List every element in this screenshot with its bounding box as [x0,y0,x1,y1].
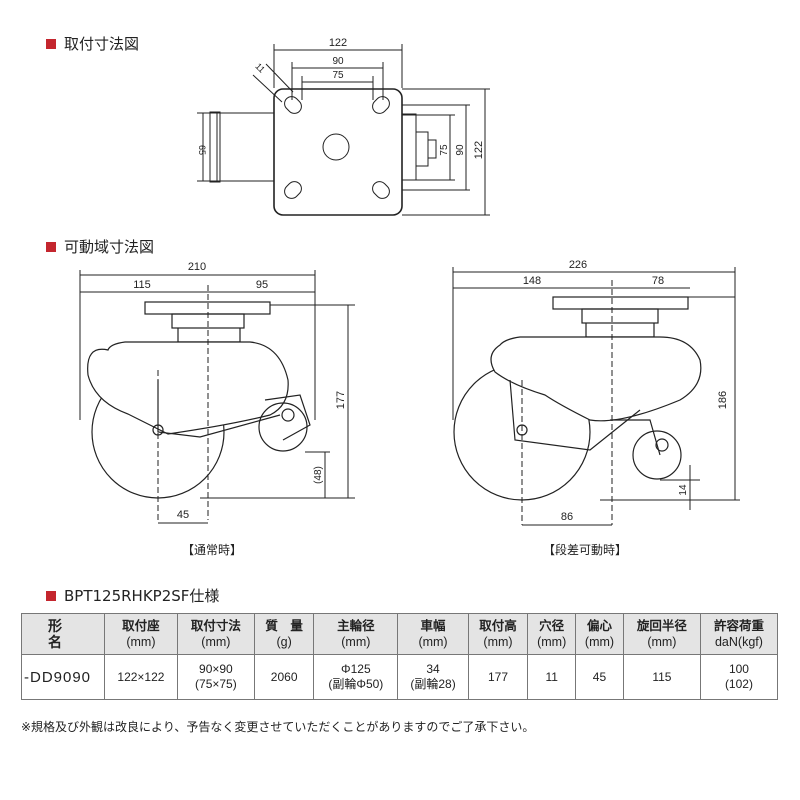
step-view-caption: 【段差可動時】 [543,543,628,557]
header-width: 車幅(mm) [397,613,469,655]
disclaimer-note: ※規格及び外観は改良により、予告なく変更させていただくことがありますのでご了承下… [21,720,535,734]
movable-range-drawing: 210 115 95 177 (48) 45 226 148 78 186 14… [79,259,740,526]
dim-122-top: 122 [329,37,347,49]
cell-mass: 2060 [253,654,315,700]
dim-115: 115 [133,279,151,291]
cell-model: -DD9090 [21,654,105,700]
dim-210: 210 [188,261,206,273]
movable-section-title: 可動域寸法図 [46,236,154,257]
dim-177: 177 [335,391,347,409]
table-header-row: 形 名 取付座(mm) 取付寸法(mm) 質 量(g) 主輪径(mm) 車幅(m… [21,613,779,655]
mounting-section-title: 取付寸法図 [46,33,139,54]
red-square-icon [46,38,56,49]
dim-11: 11 [253,61,267,75]
header-mount-seat: 取付座(mm) [104,613,178,655]
cell-hole: 11 [527,654,577,700]
header-offset: 偏心(mm) [575,613,624,655]
cell-swivel: 115 [622,654,701,700]
header-height: 取付高(mm) [467,613,529,655]
caster-normal-figure [87,301,311,499]
cell-height: 177 [467,654,529,700]
mounting-dimension-drawing: 122 90 75 11 65 75 90 122 [197,37,490,216]
header-mass: 質 量(g) [253,613,315,655]
normal-view-caption: 【通常時】 [182,543,243,557]
spec-section-title: BPT125RHKP2SF仕様 [46,585,219,606]
dim-90-right: 90 [455,144,466,156]
cell-mount-seat: 122×122 [104,654,178,700]
dim-90-top: 90 [332,56,344,67]
dim-148: 148 [523,275,541,287]
dim-65: 65 [197,145,207,155]
cell-offset: 45 [575,654,624,700]
header-mount-dim: 取付寸法(mm) [176,613,255,655]
cell-load: 100(102) [699,654,779,700]
red-square-icon [46,241,56,252]
dim-226: 226 [569,259,587,271]
cell-width: 34(副輪28) [397,654,469,700]
header-hole: 穴径(mm) [527,613,577,655]
dim-75-right: 75 [439,144,450,156]
dim-75-top: 75 [332,70,344,81]
header-swivel: 旋回半径(mm) [622,613,701,655]
dim-14: 14 [678,484,689,496]
dim-122-right: 122 [473,141,485,159]
dim-45: 45 [177,509,189,521]
dim-95: 95 [256,279,268,291]
caster-step-figure [453,296,702,501]
cell-wheel-dia: Φ125(副輪Φ50) [313,654,399,700]
spec-table: 形 名 取付座(mm) 取付寸法(mm) 質 量(g) 主輪径(mm) 車幅(m… [21,613,779,700]
dim-78: 78 [652,275,664,287]
dim-86: 86 [561,511,573,523]
dim-186: 186 [717,391,729,409]
table-row: -DD9090 122×122 90×90(75×75) 2060 Φ125(副… [21,654,779,700]
cell-mount-dim: 90×90(75×75) [176,654,255,700]
red-square-icon [46,590,56,601]
header-wheel-dia: 主輪径(mm) [313,613,399,655]
dim-48: (48) [313,466,324,484]
header-model: 形 名 [21,613,105,655]
